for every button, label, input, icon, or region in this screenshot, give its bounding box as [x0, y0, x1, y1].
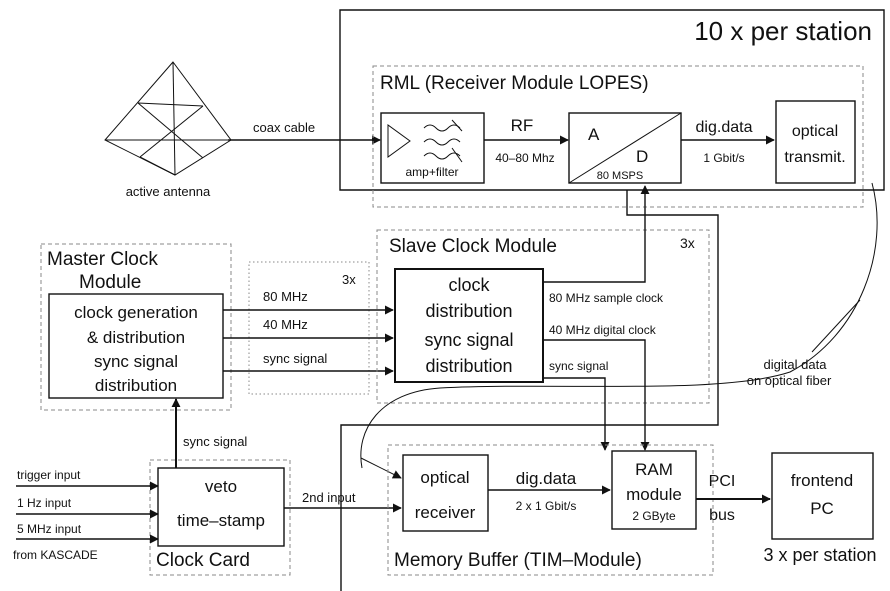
- frontend-line1: frontend: [791, 471, 853, 490]
- slave-line-3: sync signal: [424, 330, 513, 350]
- pci-line1: PCI: [709, 473, 736, 490]
- adc-d-label: D: [636, 147, 648, 166]
- optical-fiber-arrowhead: [360, 457, 402, 479]
- slave-multiplier: 3x: [680, 235, 695, 251]
- digital-clock-arrow: [543, 339, 650, 451]
- master-line-1: clock generation: [74, 303, 198, 322]
- rml-digdata-label: dig.data: [696, 119, 753, 136]
- rml-module-frame: [372, 65, 864, 208]
- fiber-label-line2: on optical fiber: [747, 373, 832, 388]
- clock-card-line1: veto: [205, 477, 237, 496]
- optical-transmitter-box: [775, 100, 856, 184]
- ram-line2: module: [626, 485, 682, 504]
- station-frame-lower: [340, 190, 719, 591]
- master-title-line2: Module: [79, 272, 141, 293]
- adc-diagonal: [568, 112, 682, 184]
- master-clock-frame: [40, 243, 232, 411]
- amp-filter-box: [380, 112, 485, 184]
- optical-rx-line2: receiver: [415, 503, 476, 522]
- slave-sync-arrow: [543, 377, 610, 451]
- optical-receiver-box: [402, 454, 489, 532]
- antenna-caption: active antenna: [126, 184, 211, 199]
- master-line-2: & distribution: [87, 328, 185, 347]
- optical-rx-line1: optical: [420, 468, 469, 487]
- link-multiplier: 3x: [342, 272, 356, 287]
- rf-label: RF: [511, 116, 534, 135]
- ram-size: 2 GByte: [632, 509, 676, 523]
- adc-rate-label: 80 MSPS: [597, 170, 643, 182]
- 1hz-input-label: 1 Hz input: [17, 496, 72, 510]
- link-bundle-frame: [248, 261, 370, 395]
- slave-line-4: distribution: [425, 356, 512, 376]
- master-clock-box: [48, 293, 224, 399]
- clock-card-sync-label: sync signal: [183, 434, 247, 449]
- antenna-icon: [104, 61, 232, 176]
- master-line-4: distribution: [95, 376, 177, 395]
- memory-buffer-title: Memory Buffer (TIM–Module): [394, 550, 642, 571]
- master-title-line1: Master Clock: [47, 249, 158, 270]
- clock-card-frame: [149, 459, 291, 576]
- memory-buffer-frame: [387, 444, 714, 576]
- kascade-source-label: from KASCADE: [13, 548, 98, 562]
- rml-digdata-rate: 1 Gbit/s: [703, 151, 744, 165]
- station-count-label: 10 x per station: [694, 16, 872, 46]
- fiber-label-line1: digital data: [764, 357, 828, 372]
- link-sync-label: sync signal: [263, 351, 327, 366]
- link-40mhz-label: 40 MHz: [263, 317, 308, 332]
- amplifier-icon: [387, 124, 411, 158]
- frontend-pc-box: [771, 452, 874, 540]
- link-80mhz-label: 80 MHz: [263, 289, 308, 304]
- slave-out-40-label: 40 MHz digital clock: [549, 323, 657, 337]
- slave-line-2: distribution: [425, 301, 512, 321]
- frontend-count: 3 x per station: [763, 545, 876, 565]
- pci-line2: bus: [709, 507, 735, 524]
- slave-title: Slave Clock Module: [389, 236, 557, 257]
- optical-tx-line2: transmit.: [784, 149, 845, 166]
- adc-box: [568, 112, 682, 184]
- rml-title: RML (Receiver Module LOPES): [380, 73, 649, 94]
- rf-band-label: 40–80 Mhz: [495, 151, 554, 165]
- trigger-input-label: trigger input: [17, 468, 81, 482]
- optical-fiber-curve: [360, 182, 878, 469]
- slave-out-80-label: 80 MHz sample clock: [549, 291, 664, 305]
- filter-icon: [423, 119, 463, 163]
- memory-digdata-rate: 2 x 1 Gbit/s: [516, 499, 577, 513]
- adc-a-label: A: [588, 125, 600, 144]
- optical-tx-line1: optical: [792, 123, 838, 140]
- memory-digdata-label: dig.data: [516, 469, 577, 488]
- fiber-label-leader: [811, 299, 861, 353]
- sample-clock-arrow: [543, 185, 650, 283]
- slave-out-sync-label: sync signal: [549, 359, 608, 373]
- slave-clock-box: [394, 268, 544, 383]
- station-frame: [339, 9, 885, 191]
- clock-card-title: Clock Card: [156, 550, 250, 571]
- amp-filter-label: amp+filter: [405, 165, 458, 179]
- 5mhz-input-label: 5 MHz input: [17, 522, 82, 536]
- ram-line1: RAM: [635, 460, 673, 479]
- coax-cable-label: coax cable: [253, 120, 315, 135]
- master-line-3: sync signal: [94, 352, 178, 371]
- ram-module-box: [611, 450, 697, 530]
- frontend-line2: PC: [810, 499, 834, 518]
- slave-line-1: clock: [448, 275, 490, 295]
- clock-card-line2: time–stamp: [177, 511, 265, 530]
- second-input-label: 2nd input: [302, 490, 356, 505]
- clock-card-box: [157, 467, 285, 547]
